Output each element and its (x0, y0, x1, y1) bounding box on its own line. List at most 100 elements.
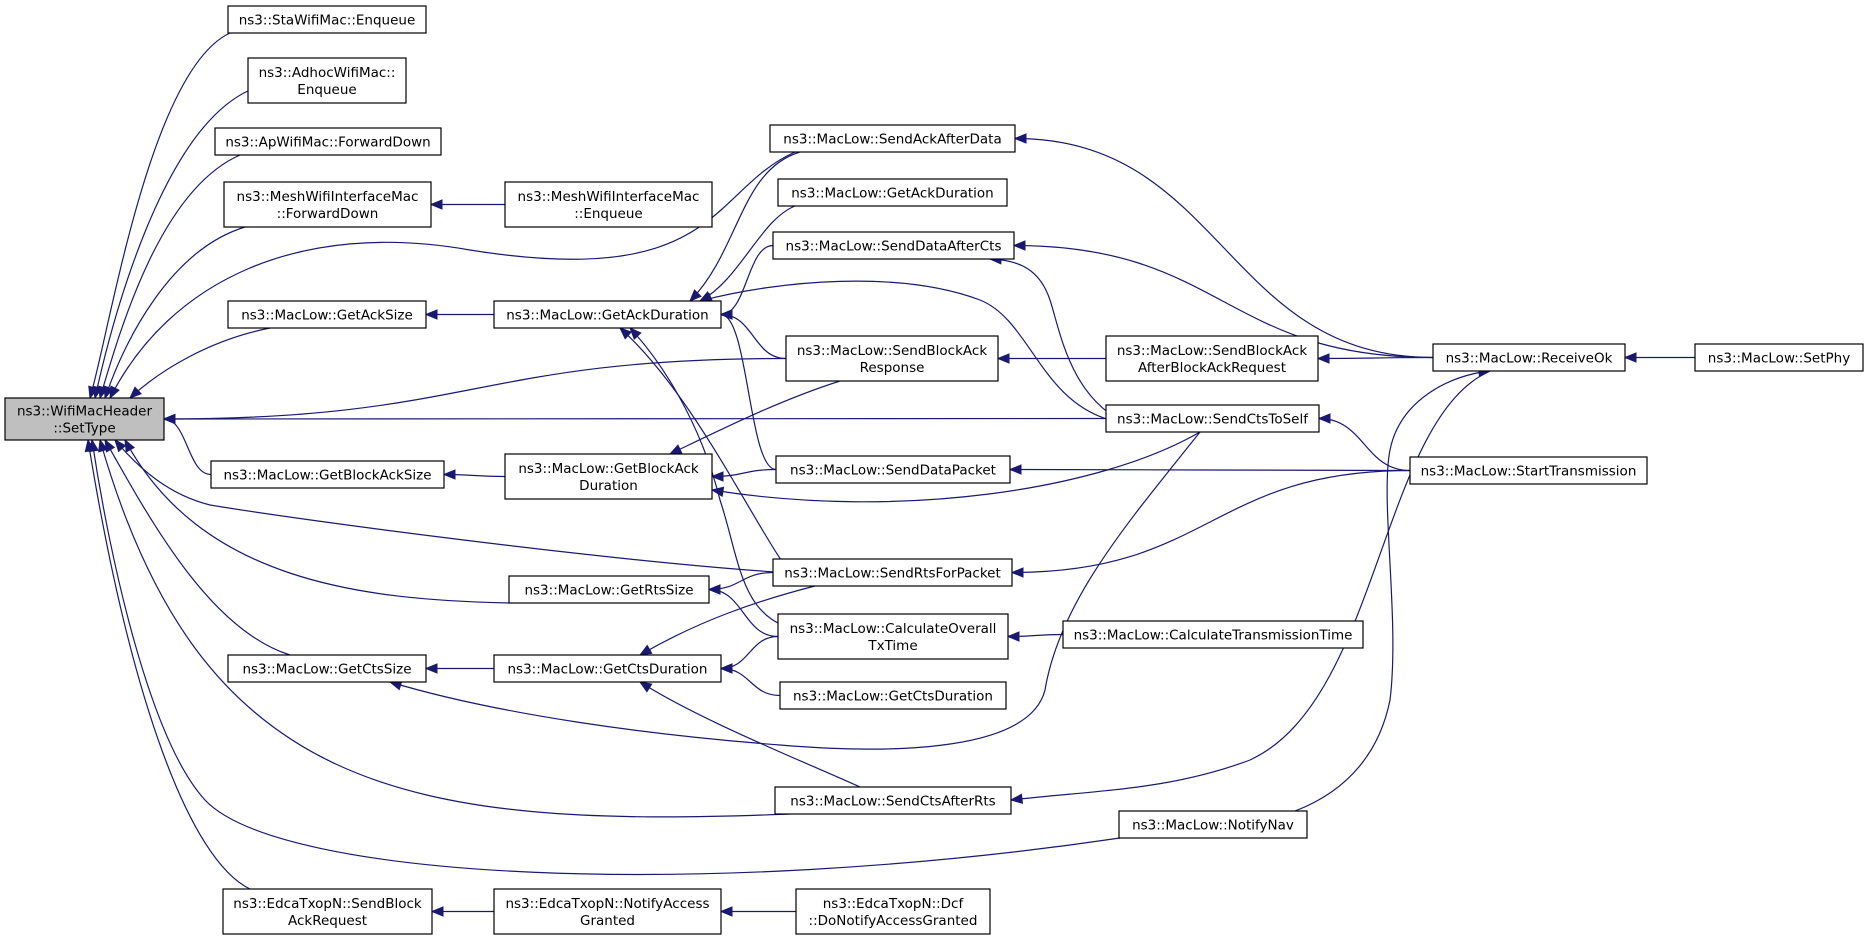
node-box (1105, 404, 1320, 433)
node-ml-getctssize[interactable]: ns3::MacLow::GetCtsSize (227, 654, 427, 683)
node-ml-getctsduration2[interactable]: ns3::MacLow::GetCtsDuration (779, 681, 1007, 710)
edge-line (720, 244, 774, 316)
node-edca-dcf-donotifyaccessgranted[interactable]: ns3::EdcaTxopN::Dcf::DoNotifyAccessGrant… (795, 888, 991, 935)
node-ml-sendblockackafterreq[interactable]: ns3::MacLow::SendBlockAckAfterBlockAckRe… (1105, 335, 1319, 382)
node-label-line: Duration (579, 478, 638, 494)
edge-arrowhead (1008, 464, 1022, 475)
node-ml-notifynav[interactable]: ns3::MacLow::NotifyNav (1118, 810, 1308, 839)
node-label-line: ns3::StaWifiMac::Enqueue (239, 13, 416, 29)
node-label-line: ns3::MacLow::GetBlockAck (518, 461, 699, 477)
node-label-line: ns3::MacLow::SendDataPacket (790, 463, 996, 479)
node-label-line: ns3::WifiMacHeader (17, 404, 153, 420)
edge-ml_getrtssize-to-wmh_settype (124, 438, 511, 604)
node-mesh-enqueue[interactable]: ns3::MeshWifiInterfaceMac::Enqueue (504, 181, 713, 228)
node-ml-getackduration[interactable]: ns3::MacLow::GetAckDuration (493, 300, 722, 329)
node-box (785, 335, 999, 382)
edge-ml_starttransmission-to-ml_sendrtsforpacket (1010, 469, 1411, 578)
node-label-line: ns3::MacLow::SendDataAfterCts (786, 239, 1002, 255)
node-ml-getctsduration[interactable]: ns3::MacLow::GetCtsDuration (493, 654, 722, 683)
node-ml-sendctsafterrts[interactable]: ns3::MacLow::SendCtsAfterRts (774, 786, 1012, 815)
edge-line (699, 280, 1111, 421)
node-box (777, 178, 1008, 207)
node-box (774, 786, 1012, 815)
edge-ml_senddataaftercts-to-ml_getackduration (719, 244, 774, 320)
node-ml-senddatapacket[interactable]: ns3::MacLow::SendDataPacket (775, 455, 1011, 484)
edge-arrowhead (424, 663, 438, 674)
node-ml-getrtssize[interactable]: ns3::MacLow::GetRtsSize (508, 575, 710, 604)
node-ml-getacksize[interactable]: ns3::MacLow::GetAckSize (227, 300, 427, 329)
edge-arrowhead (1623, 352, 1637, 363)
node-edca-notifyaccessgranted[interactable]: ns3::EdcaTxopN::NotifyAccessGranted (493, 888, 722, 935)
edge-line (99, 154, 241, 399)
node-ml-sendctstoself[interactable]: ns3::MacLow::SendCtsToSelf (1105, 404, 1320, 433)
node-box (1118, 810, 1308, 839)
node-box (1694, 343, 1864, 372)
edge-arrowhead (638, 681, 653, 693)
edge-ml_sendctstoself-to-ml_getctssize (388, 431, 1201, 750)
node-ml-senddataaftercts[interactable]: ns3::MacLow::SendDataAfterCts (772, 231, 1015, 260)
node-label-line: ns3::AdhocWifiMac:: (259, 65, 396, 81)
edge-arrowhead (1316, 353, 1330, 364)
node-ml-getackduration2[interactable]: ns3::MacLow::GetAckDuration (777, 178, 1008, 207)
node-label-line: ns3::MacLow::SendCtsAfterRts (790, 794, 995, 810)
node-box (227, 654, 427, 683)
node-box (1062, 620, 1364, 649)
edge-arrowhead (1012, 240, 1026, 251)
node-ml-getblockacksize[interactable]: ns3::MacLow::GetBlockAckSize (210, 460, 445, 489)
edge-arrowhead (430, 906, 444, 917)
node-box (214, 127, 442, 156)
node-wmh-settype[interactable]: ns3::WifiMacHeader::SetType (4, 397, 165, 441)
edge-ml_receiveok-to-ml_senddataaftercts (1012, 240, 1434, 359)
edge-ml_senddatapacket-to-ml_getblockackduration (710, 468, 777, 482)
node-label-line: ns3::EdcaTxopN::NotifyAccess (505, 896, 709, 912)
edge-line (1294, 370, 1491, 812)
node-box (210, 460, 445, 489)
edge-line (1014, 137, 1434, 359)
node-label-line: ns3::MacLow::GetAckDuration (506, 308, 709, 324)
node-label-line: ns3::MacLow::GetCtsDuration (793, 689, 993, 705)
edge-ml_getackduration-to-ml_getacksize (424, 309, 494, 320)
node-sta-enqueue[interactable]: ns3::StaWifiMac::Enqueue (227, 5, 427, 34)
edge-ml_getblockacksize-to-wmh_settype (162, 413, 212, 476)
node-ml-calctransmissiontime[interactable]: ns3::MacLow::CalculateTransmissionTime (1062, 620, 1364, 649)
edge-ml_sendblockackresponse-to-ml_getblockackduration (668, 380, 841, 455)
edge-ml_starttransmission-to-ml_sendctstoself (1317, 413, 1411, 472)
node-label-line: ::DoNotifyAccessGranted (809, 913, 978, 929)
node-adhoc-enqueue[interactable]: ns3::AdhocWifiMac::Enqueue (247, 57, 407, 104)
node-mesh-forwarddown[interactable]: ns3::MeshWifiInterfaceMac::ForwardDown (223, 181, 432, 228)
node-label-line: ns3::MeshWifiInterfaceMac (518, 189, 700, 205)
node-ml-sendrtsforpacket[interactable]: ns3::MacLow::SendRtsForPacket (772, 558, 1013, 587)
edge-line (124, 439, 511, 604)
edge-arrowhead (638, 644, 653, 656)
node-label-line: ::ForwardDown (277, 206, 379, 222)
edge-line (104, 226, 246, 399)
node-ml-receiveok[interactable]: ns3::MacLow::ReceiveOk (1432, 343, 1626, 372)
node-label-line: ns3::MacLow::CalculateTransmissionTime (1074, 628, 1353, 644)
edge-arrowhead (1009, 793, 1024, 804)
node-label-line: Enqueue (297, 82, 356, 98)
edge-arrowhead (668, 444, 683, 455)
node-label-line: ns3::MacLow::GetCtsDuration (507, 662, 707, 678)
edge-line (163, 357, 787, 420)
edge-edca_sendblockackrequest-to-wmh_settype (84, 438, 251, 890)
edge-line (1013, 244, 1434, 359)
node-label-line: ns3::MacLow::CalculateOverall (790, 621, 997, 637)
node-box (227, 5, 427, 34)
node-ml-setphy[interactable]: ns3::MacLow::SetPhy (1694, 343, 1864, 372)
node-box (508, 575, 710, 604)
edge-arrowhead (996, 353, 1010, 364)
edge-ml_sendctsafterrts-to-wmh_settype (98, 438, 791, 818)
node-ml-sendackafterdata[interactable]: ns3::MacLow::SendAckAfterData (769, 124, 1016, 153)
node-box (493, 300, 722, 329)
edge-ml_senddatapacket-to-ml_getackduration (719, 309, 777, 471)
edge-arrowhead (109, 385, 120, 400)
edge-ml_sendctsafterrts-to-ml_getctsduration (638, 681, 861, 788)
node-label-line: AckRequest (288, 913, 367, 929)
node-ap-forwarddown[interactable]: ns3::ApWifiMac::ForwardDown (214, 127, 442, 156)
edge-arrowhead (710, 486, 725, 497)
node-ml-starttransmission[interactable]: ns3::MacLow::StartTransmission (1409, 456, 1648, 485)
